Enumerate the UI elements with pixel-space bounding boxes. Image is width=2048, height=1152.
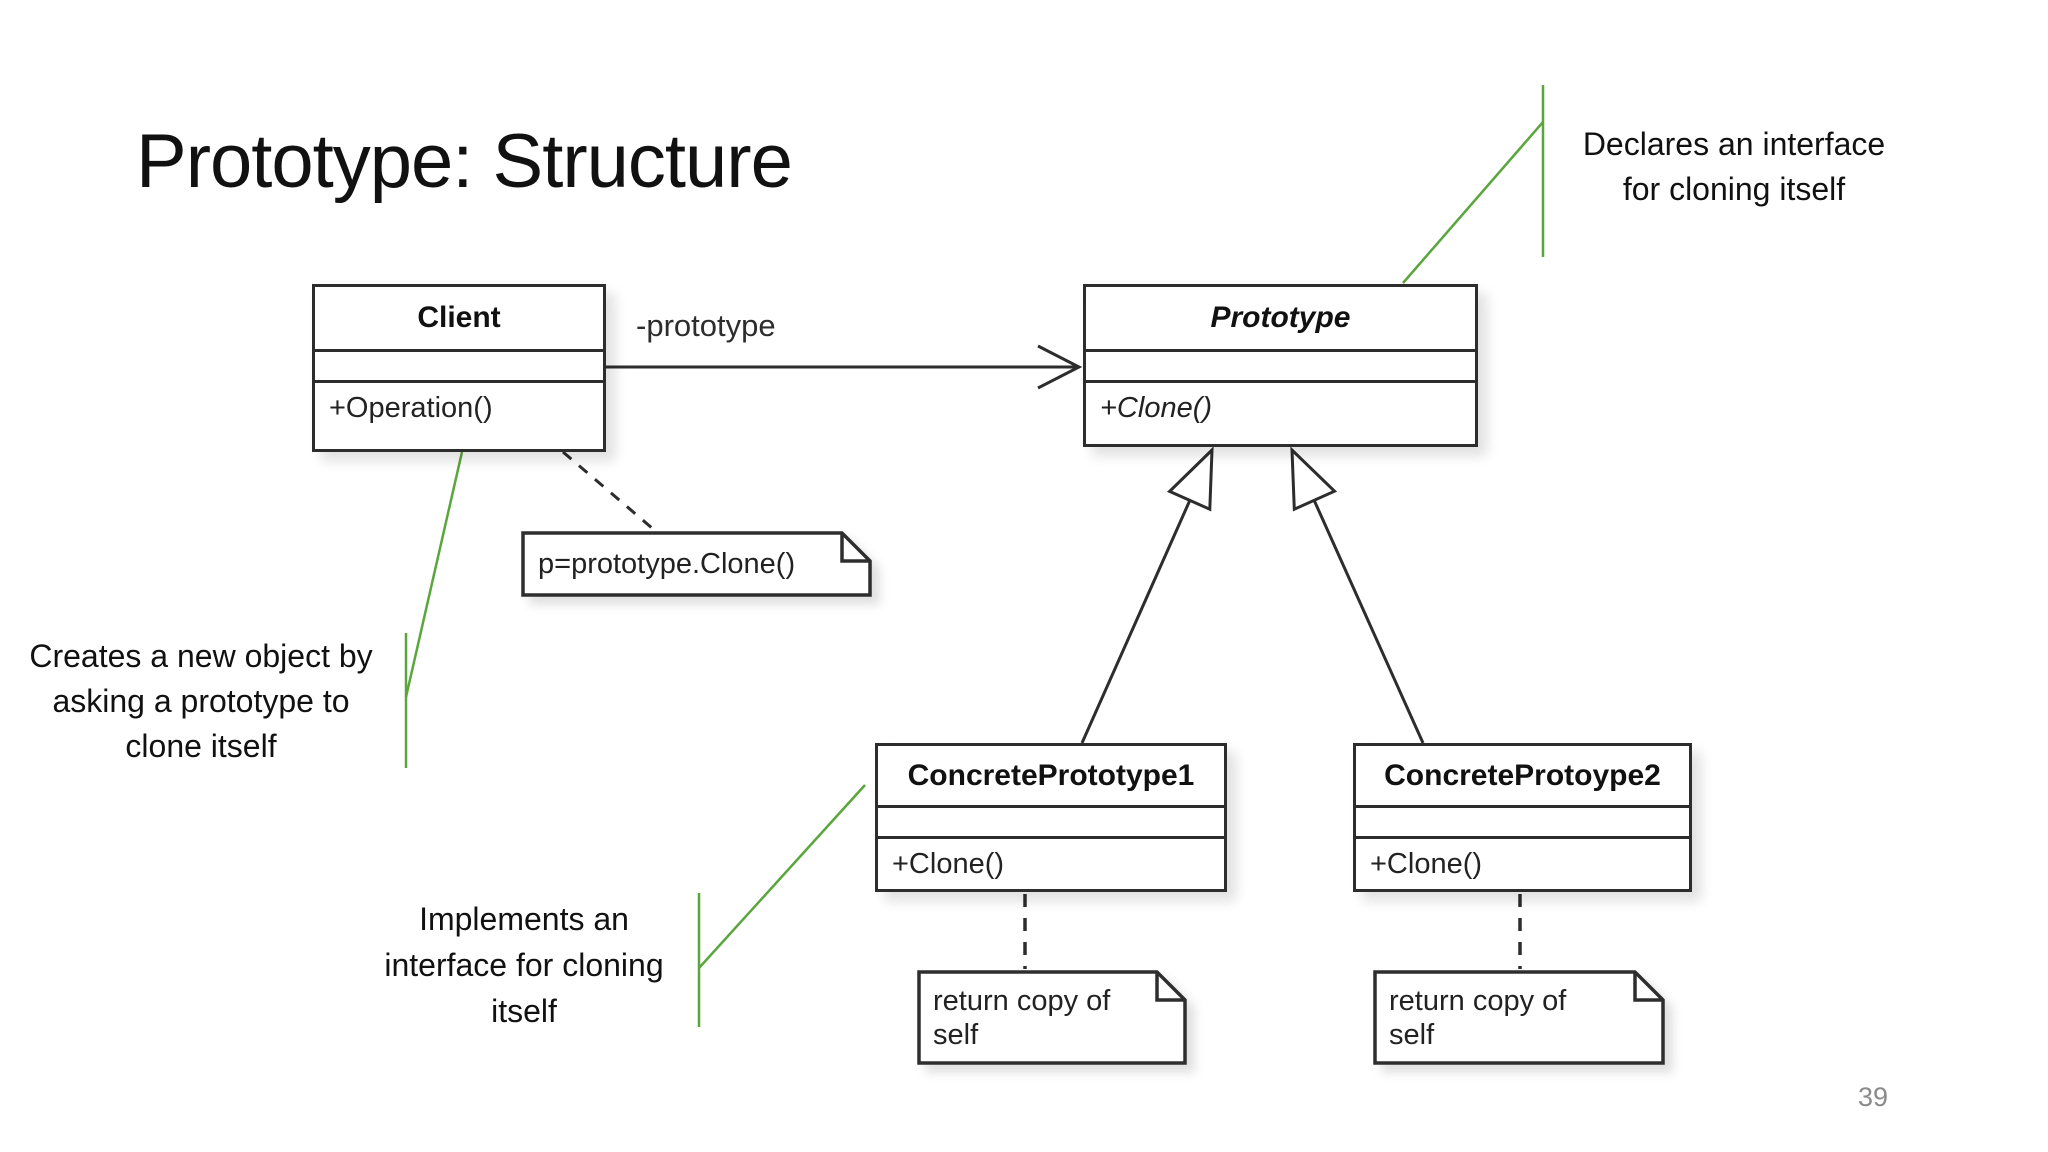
note-text-client: p=prototype.Clone()	[538, 548, 796, 580]
class-concrete1-operations: +Clone()	[878, 836, 1224, 889]
class-concrete1-name: ConcretePrototype1	[907, 758, 1195, 792]
class-concrete2-operations: +Clone()	[1356, 836, 1689, 889]
association-label: -prototype	[636, 308, 776, 343]
dependency-client-note	[562, 450, 653, 530]
class-box-prototype: Prototype +Clone()	[1083, 284, 1478, 447]
callout-line-creates	[404, 451, 464, 768]
note-text-concrete2: return copy of self	[1389, 985, 1567, 1051]
hollow-triangle-arrowhead-icon	[1290, 446, 1338, 512]
class-client-name: Client	[417, 301, 501, 334]
note-shape-concrete2	[1373, 970, 1665, 1065]
callout-line-declares	[1402, 85, 1545, 284]
generalization-concrete2-prototype	[1290, 446, 1425, 744]
generalization-concrete1-prototype	[1080, 446, 1214, 744]
class-box-concrete1: ConcretePrototype1 +Clone()	[875, 743, 1227, 892]
class-prototype-operations: +Clone()	[1086, 380, 1475, 444]
class-client-operations: +Operation()	[315, 380, 603, 449]
note-fold-icon	[1155, 972, 1185, 1002]
class-prototype-name: Prototype	[1210, 301, 1351, 334]
class-box-client: Client +Operation()	[312, 284, 606, 452]
class-concrete1-attributes	[878, 805, 1224, 836]
note-shape-concrete1	[917, 970, 1187, 1065]
annotation-declares-interface: Declares an interface for cloning itself	[1582, 126, 1886, 207]
class-prototype-attributes	[1086, 349, 1475, 380]
note-fold-icon	[840, 533, 870, 563]
hollow-triangle-arrowhead-icon	[1166, 446, 1214, 512]
class-concrete2-attributes	[1356, 805, 1689, 836]
annotation-creates-new-object: Creates a new object by asking a prototy…	[29, 638, 373, 764]
note-text-concrete1: return copy of self	[933, 985, 1111, 1051]
open-arrowhead-icon	[1037, 344, 1083, 390]
class-client-attributes	[315, 349, 603, 380]
note-fold-icon	[1633, 972, 1663, 1002]
association-client-prototype	[606, 344, 1083, 390]
callout-line-implements	[697, 784, 866, 1027]
note-shape-client	[521, 531, 872, 597]
class-box-concrete2: ConcreteProtoype2 +Clone()	[1353, 743, 1692, 892]
annotation-implements-interface: Implements an interface for cloning itse…	[384, 901, 664, 1029]
page-title: Prototype: Structure	[136, 119, 793, 204]
page-number: 39	[1858, 1082, 1889, 1112]
class-concrete2-name: ConcreteProtoype2	[1384, 758, 1661, 792]
